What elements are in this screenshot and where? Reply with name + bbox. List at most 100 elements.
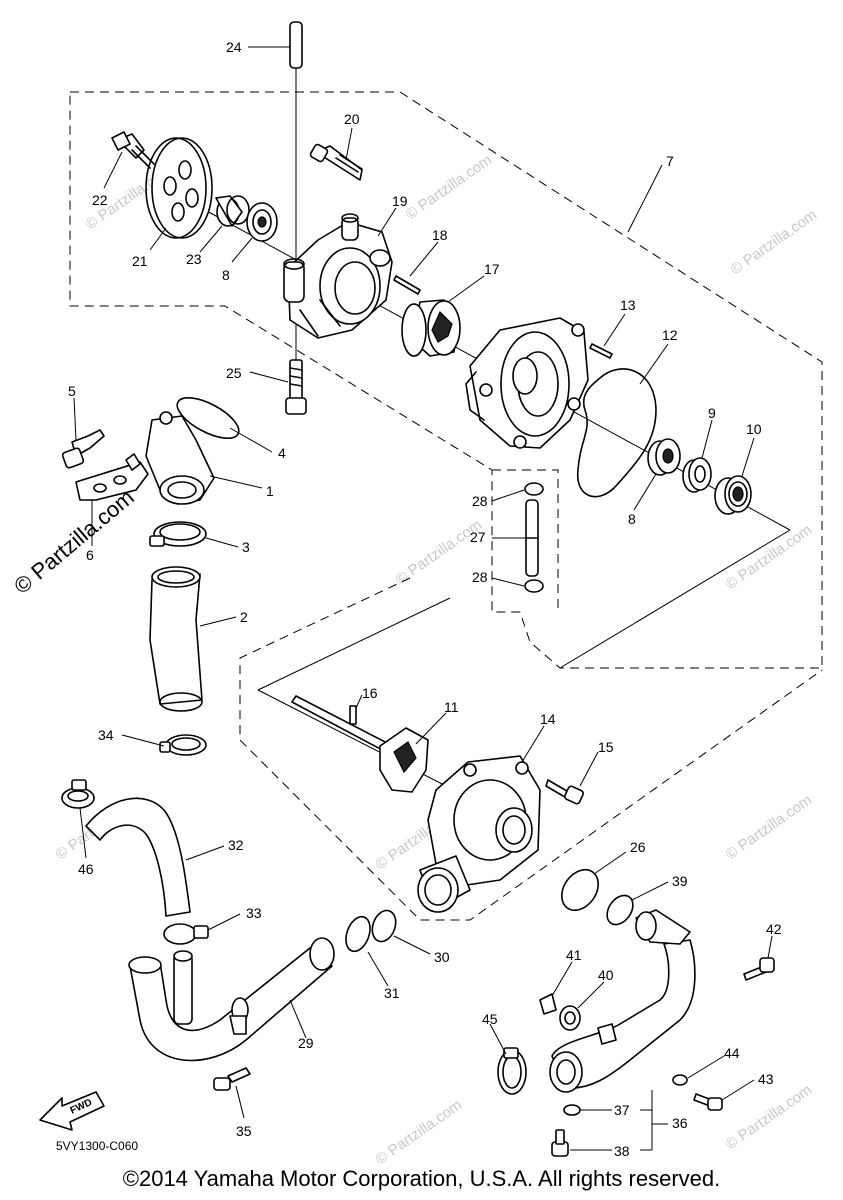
watermark: © Partzilla.com xyxy=(723,521,816,593)
callout-15: 15 xyxy=(598,739,614,755)
callout-28b: 28 xyxy=(472,569,488,585)
pump-axis-line xyxy=(559,529,791,669)
part-43-bolt xyxy=(693,1093,723,1111)
watermark: © Partzilla.com xyxy=(723,1081,816,1153)
part-7-pump-cover xyxy=(465,317,589,449)
callout-44: 44 xyxy=(724,1045,740,1061)
callout-18: 18 xyxy=(432,227,448,243)
part-14-pump-housing xyxy=(417,755,541,913)
copyright-notice: ©2014 Yamaha Motor Corporation, U.S.A. A… xyxy=(122,1166,721,1191)
callout-3: 3 xyxy=(242,539,250,555)
callout-31: 31 xyxy=(384,985,400,1001)
callout-17: 17 xyxy=(484,261,500,277)
callout-8a: 8 xyxy=(222,267,230,283)
part-20-bolt xyxy=(309,143,363,181)
callout-35: 35 xyxy=(236,1123,252,1139)
part-8-bearing-lower xyxy=(647,438,681,476)
upper-assembly-outline xyxy=(69,91,823,669)
part-21-sprocket xyxy=(145,137,213,239)
part-10-mechanical-seal xyxy=(714,475,752,515)
part-9-seal xyxy=(682,457,712,493)
callout-38: 38 xyxy=(614,1143,630,1159)
part-34-clamp xyxy=(159,734,207,756)
part-25-bolt xyxy=(285,359,307,415)
part-30-o-ring xyxy=(371,909,397,943)
callout-1: 1 xyxy=(266,483,274,499)
callout-14: 14 xyxy=(540,711,556,727)
assembly-outlines xyxy=(69,91,823,921)
callout-40: 40 xyxy=(598,967,614,983)
part-17-rotor xyxy=(401,299,461,357)
part-22-bolt xyxy=(111,131,155,169)
callout-29: 29 xyxy=(298,1035,314,1051)
part-12-gasket xyxy=(577,368,657,498)
part-31-o-ring xyxy=(345,915,371,953)
part-28-o-ring-upper xyxy=(524,482,544,496)
callout-43: 43 xyxy=(758,1071,774,1087)
callout-16: 16 xyxy=(362,685,378,701)
callout-39: 39 xyxy=(672,873,688,889)
part-23-collar xyxy=(215,195,250,227)
part-29-pipe xyxy=(128,937,335,1062)
callout-4: 4 xyxy=(278,445,286,461)
part-15-bolt xyxy=(545,779,585,805)
part-45-clamp xyxy=(497,1047,527,1095)
part-24-dowel-pin xyxy=(289,21,303,380)
callout-20: 20 xyxy=(344,111,360,127)
callout-8b: 8 xyxy=(628,511,636,527)
callout-37: 37 xyxy=(614,1102,630,1118)
watermark: © Partzilla.com xyxy=(373,1096,466,1168)
part-27-pipe xyxy=(525,499,539,577)
callout-10: 10 xyxy=(746,421,762,437)
part-33-clamp xyxy=(163,923,209,945)
part-28-o-ring-lower xyxy=(524,579,544,593)
lower-assembly-outline xyxy=(239,577,823,921)
part-5-bolt xyxy=(61,429,105,469)
part-35-bolt xyxy=(213,1067,251,1091)
diagram-code: 5VY1300-C060 xyxy=(56,1139,138,1153)
callout-12: 12 xyxy=(662,327,678,343)
callout-41: 41 xyxy=(566,947,582,963)
part-44-washer xyxy=(672,1074,688,1086)
callout-26: 26 xyxy=(630,839,646,855)
pin-group-outline xyxy=(492,469,559,612)
callout-13: 13 xyxy=(620,297,636,313)
callout-6: 6 xyxy=(86,547,94,563)
part-8-bearing-upper xyxy=(246,202,278,242)
callout-36: 36 xyxy=(672,1115,688,1131)
fwd-arrow: FWD xyxy=(39,1091,105,1131)
part-46-clamp xyxy=(61,779,95,809)
part-6-bracket xyxy=(75,453,149,501)
part-38-drain-bolt xyxy=(551,1129,569,1157)
part-1-water-outlet xyxy=(145,411,215,505)
leader-lines xyxy=(73,46,773,1151)
part-11-impeller-shaft xyxy=(291,695,429,793)
part-36-water-pipe xyxy=(549,909,696,1093)
callout-24: 24 xyxy=(226,39,242,55)
part-32-hose xyxy=(85,797,191,917)
watermark: © Partzilla.com xyxy=(723,791,816,863)
callout-30: 30 xyxy=(434,949,450,965)
part-19-pump-housing xyxy=(283,213,393,339)
callout-33: 33 xyxy=(246,905,262,921)
callout-34: 34 xyxy=(98,727,114,743)
part-3-clamp xyxy=(149,521,207,547)
callout-9: 9 xyxy=(708,405,716,421)
part-39-o-ring xyxy=(606,894,634,926)
part-16-pin xyxy=(349,705,357,725)
callout-28a: 28 xyxy=(472,493,488,509)
part-13-pin xyxy=(589,343,613,359)
watermark: © Partzilla.com xyxy=(728,206,821,278)
part-37-gasket xyxy=(563,1104,581,1116)
callout-45: 45 xyxy=(482,1011,498,1027)
partzilla-watermark: © Partzilla.com xyxy=(9,484,139,598)
part-18-pin xyxy=(393,275,421,295)
part-42-bolt xyxy=(743,957,775,981)
callout-7: 7 xyxy=(666,153,674,169)
callout-27: 27 xyxy=(470,529,486,545)
callout-32: 32 xyxy=(228,837,244,853)
shaft-axis-line xyxy=(257,597,451,691)
part-26-o-ring xyxy=(561,868,599,912)
